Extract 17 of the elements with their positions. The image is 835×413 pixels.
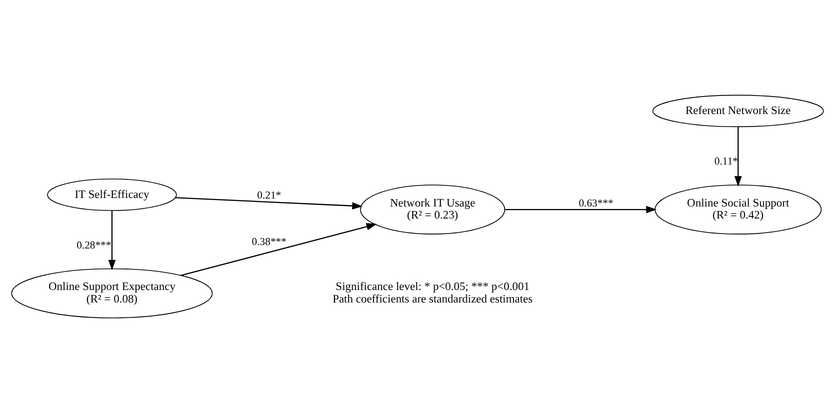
edge-label: 0.38***: [252, 236, 286, 248]
arrow: [175, 197, 363, 210]
node-ellipse: Network IT Usage (R² = 0.23): [360, 184, 506, 234]
edge-label: 0.21*: [257, 189, 282, 202]
edge-label: 0.11*: [714, 155, 738, 168]
arrow: [734, 126, 742, 187]
arrow: [180, 223, 377, 276]
node-ellipse: IT Self-Efficacy: [47, 178, 177, 211]
label: Path coefficients are standardized estimates: [332, 294, 533, 306]
node-ellipse: Online Support Expectancy (R² = 0.08): [11, 268, 213, 318]
node-ellipse: Online Social Support (R² = 0.42): [654, 184, 822, 234]
arrow: [504, 206, 657, 214]
arrow: [108, 210, 116, 270]
edge-label: 0.63***: [578, 198, 614, 210]
edge-label: 0.28***: [76, 239, 112, 252]
label: Significance level: * p<0.05; *** p<0.001: [336, 281, 530, 294]
node-ellipse: Referent Network Size: [652, 94, 824, 128]
